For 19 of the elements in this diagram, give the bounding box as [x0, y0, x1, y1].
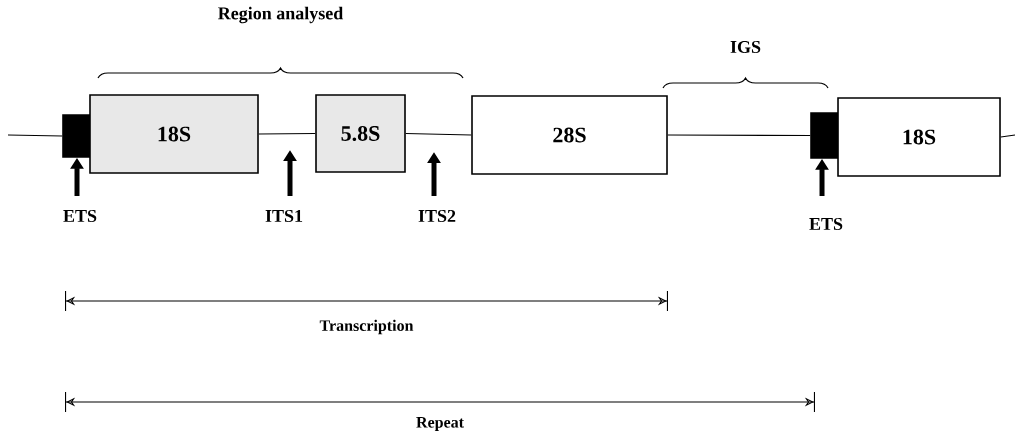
region-label: ITS1	[265, 209, 303, 223]
brace-label: Region analysed	[218, 6, 344, 24]
region-label: ETS	[809, 217, 843, 231]
region-label: ETS	[63, 209, 97, 223]
spacer-block	[810, 112, 839, 159]
backbone-line	[667, 134, 811, 137]
spacer-block	[62, 114, 91, 158]
region-label: ITS2	[418, 209, 456, 223]
brace-label: IGS	[730, 40, 761, 54]
backbone-line	[258, 132, 316, 135]
gene-box: 18S	[837, 97, 1001, 177]
dimension-label: Repeat	[416, 417, 464, 431]
backbone-line	[1000, 134, 1016, 138]
backbone-line	[7, 134, 63, 137]
gene-box: 5.8S	[315, 94, 406, 173]
gene-box: 28S	[471, 95, 668, 175]
dimension-label: Transcription	[319, 319, 414, 335]
gene-box: 18S	[89, 94, 259, 174]
backbone-line	[405, 132, 472, 136]
